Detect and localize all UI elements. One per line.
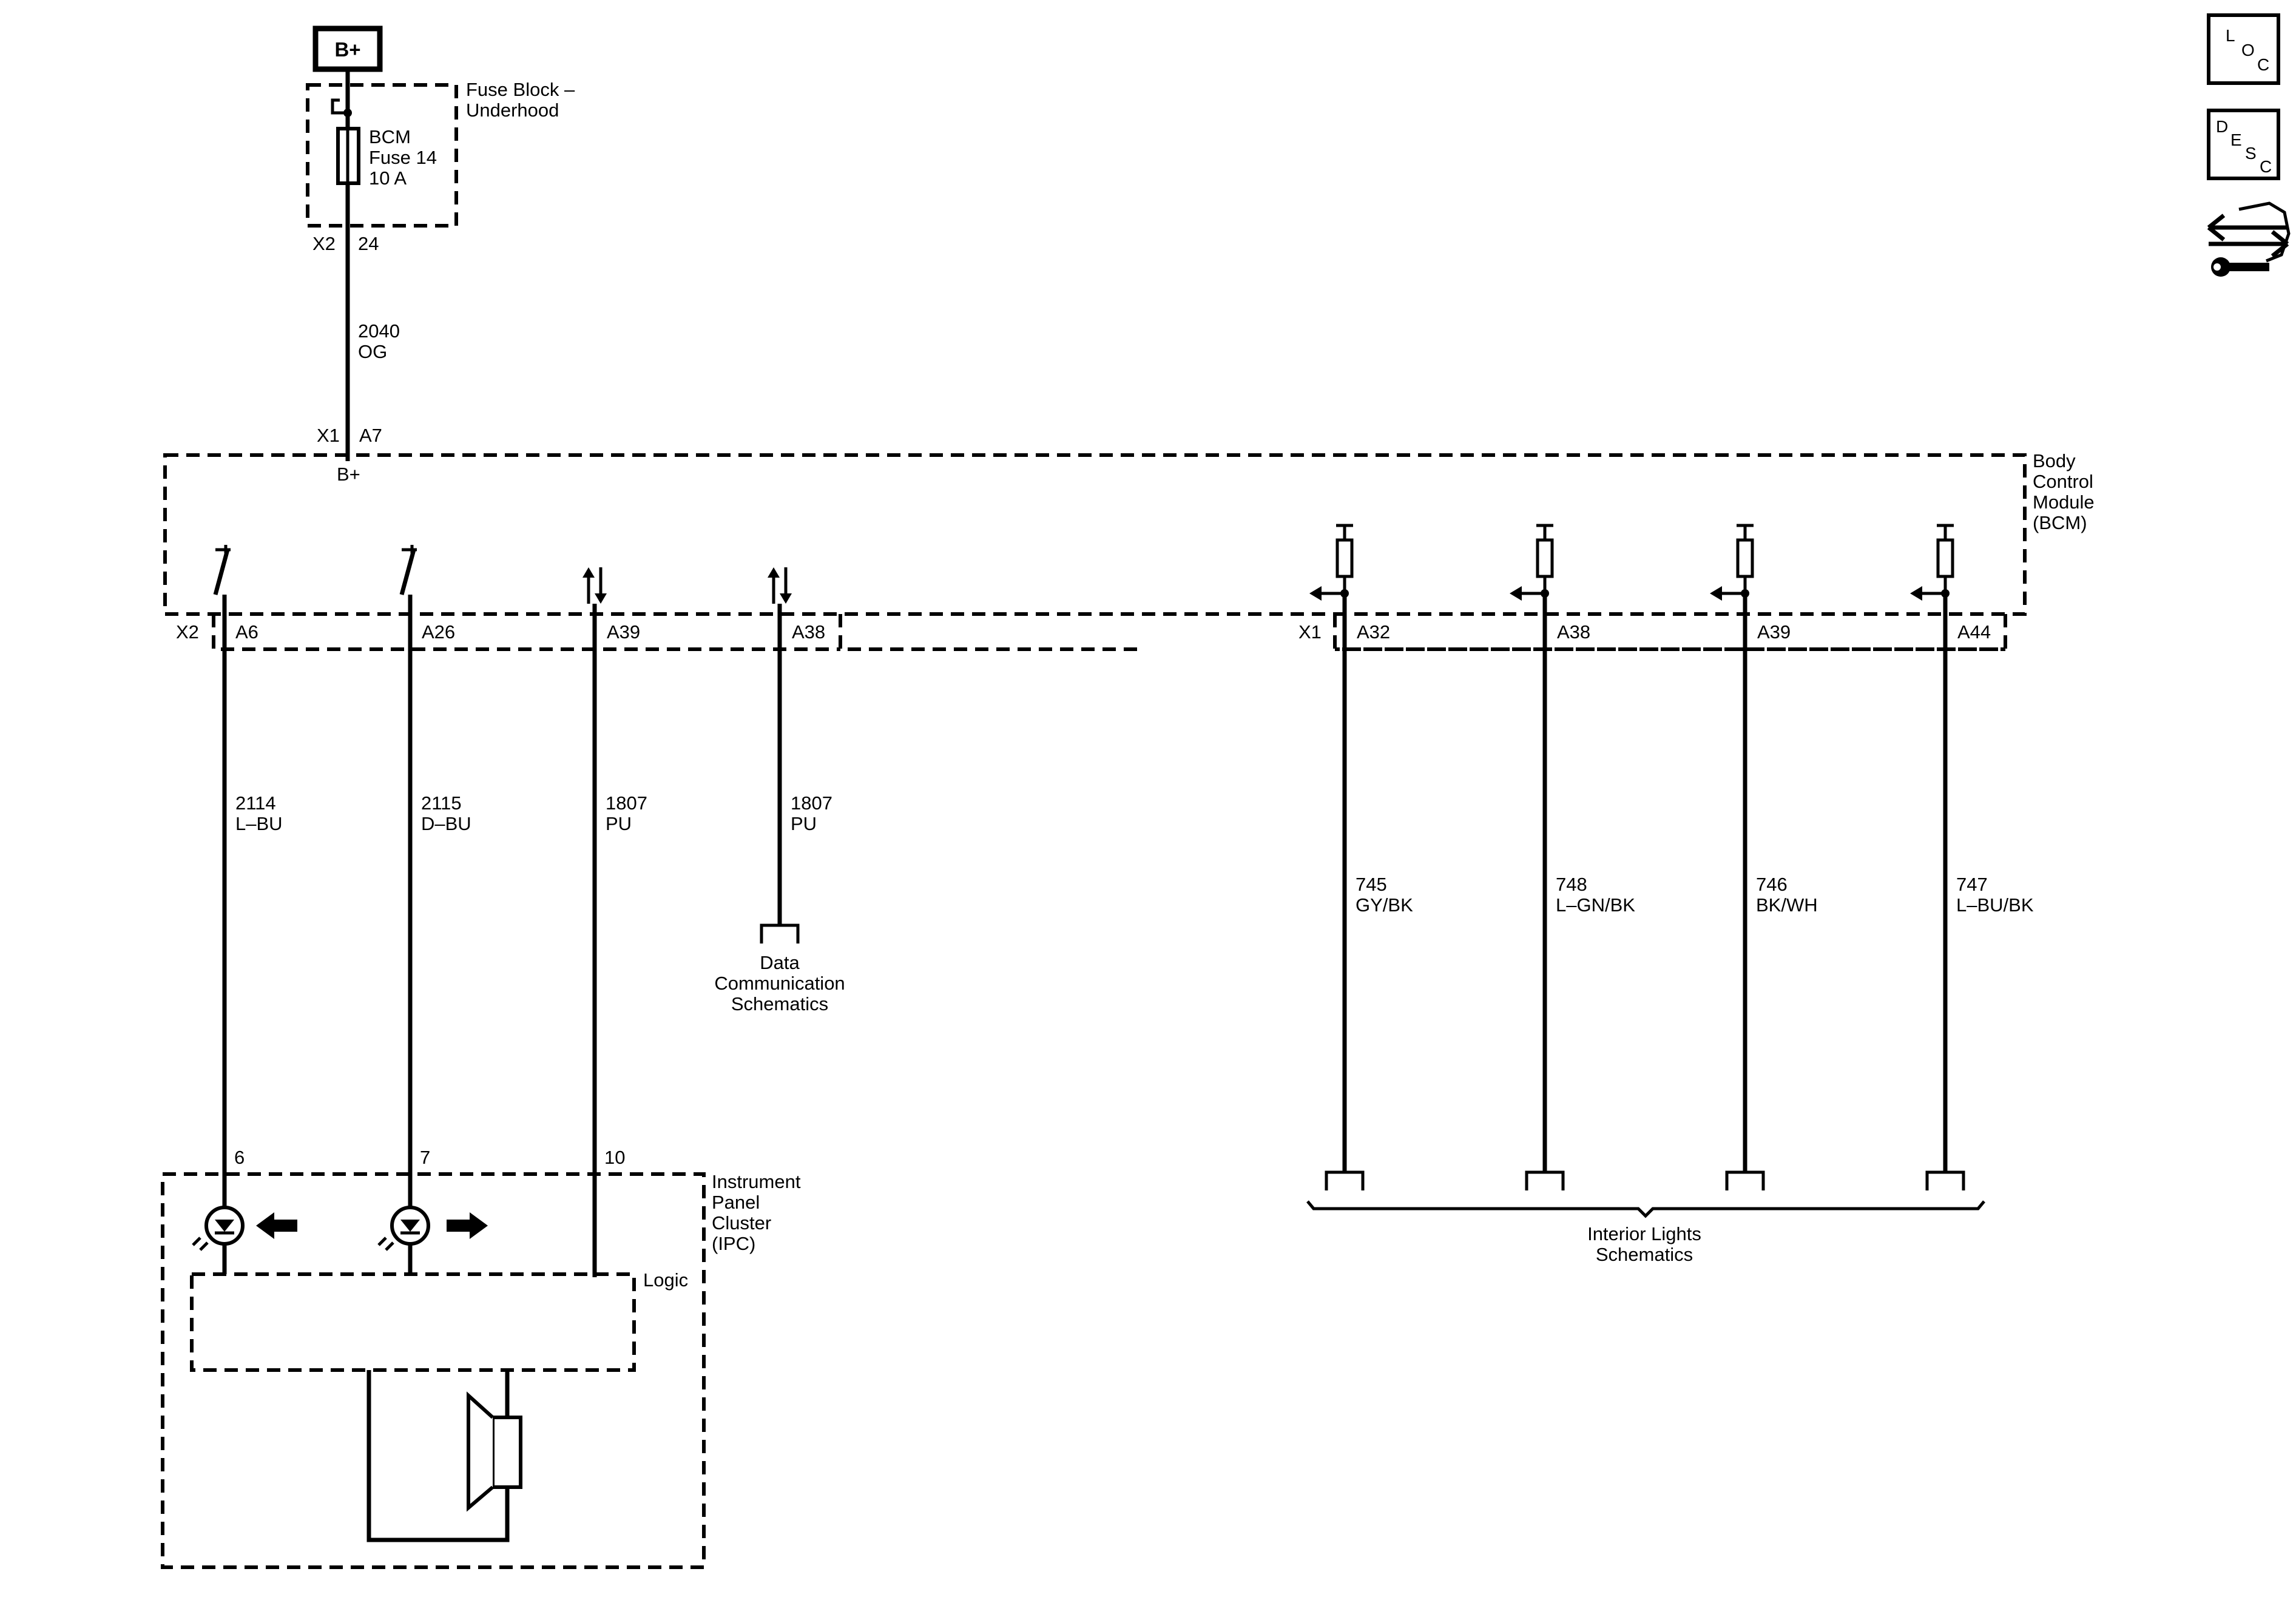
data-comm-connector-symbol xyxy=(760,923,800,944)
bcm-data-arrows-a39 xyxy=(582,567,607,604)
wire-747-color: L–BU/BK xyxy=(1956,894,2034,916)
wire-746-color: BK/WH xyxy=(1756,894,1818,916)
svg-text:B+: B+ xyxy=(334,38,360,61)
speaker-icon xyxy=(366,1370,522,1542)
svg-text:C: C xyxy=(2260,157,2272,176)
ipc-pin-10: 10 xyxy=(604,1147,625,1168)
left-arrow-icon xyxy=(256,1212,297,1239)
bcm-pin-a39-left: A39 xyxy=(607,621,640,643)
svg-text:Interior Lights: Interior Lights xyxy=(1587,1223,1701,1244)
bcm-left-connector: X2 xyxy=(176,621,199,643)
wire-748-color: L–GN/BK xyxy=(1556,894,1635,916)
interior-connector-748 xyxy=(1525,1170,1565,1190)
svg-text:D: D xyxy=(2216,117,2228,136)
fuse-connector-label: X2 xyxy=(312,233,336,254)
wire-1807-ipc-number: 1807 xyxy=(606,792,647,814)
wire-745-number: 745 xyxy=(1356,874,1387,895)
svg-text:L: L xyxy=(2226,26,2235,45)
bcm-input-label: B+ xyxy=(337,464,360,485)
right-turn-indicator xyxy=(377,1206,430,1251)
wire-745-color: GY/BK xyxy=(1356,894,1413,916)
fuse-block-underhood: Fuse Block – Underhood xyxy=(306,79,575,228)
fuse-pin-label: 24 xyxy=(358,233,379,254)
ipc-pin-6: 6 xyxy=(234,1147,245,1168)
bcm-pin-a32: A32 xyxy=(1357,621,1390,643)
loc-button[interactable]: L O C xyxy=(2207,13,2280,85)
left-turn-indicator xyxy=(192,1206,245,1251)
wire-1807-ipc-color: PU xyxy=(606,813,632,834)
bcm-output-a38 xyxy=(1510,524,1554,601)
interior-lights-brace xyxy=(1306,1200,1985,1218)
body-control-module: Body Control Module (BCM) xyxy=(163,450,2095,651)
wire-2115-number: 2115 xyxy=(421,792,462,814)
svg-text:Body: Body xyxy=(2033,450,2076,471)
right-arrow-icon xyxy=(447,1212,488,1239)
svg-text:S: S xyxy=(2245,144,2257,163)
bcm-pin-a38-right: A38 xyxy=(1557,621,1590,643)
battery-source: B+ xyxy=(312,25,383,72)
bcm-output-a39 xyxy=(1710,524,1754,601)
wire-748-number: 748 xyxy=(1556,874,1587,895)
svg-text:BCM: BCM xyxy=(369,126,411,147)
svg-text:O: O xyxy=(2241,41,2255,59)
interior-lights-reference[interactable]: Interior Lights Schematics xyxy=(1587,1223,1701,1265)
bcm-fuse-14: BCM Fuse 14 10 A xyxy=(331,69,437,461)
svg-text:E: E xyxy=(2230,130,2242,149)
bcm-pin-a39-right: A39 xyxy=(1757,621,1791,643)
wire-1807-data-number: 1807 xyxy=(791,792,832,814)
svg-text:Module: Module xyxy=(2033,491,2095,513)
svg-text:Fuse Block –: Fuse Block – xyxy=(466,79,575,100)
bcm-pin-a44: A44 xyxy=(1957,621,1991,643)
data-communication-reference[interactable]: Data Communication Schematics xyxy=(714,952,845,1014)
interior-connector-746 xyxy=(1725,1170,1765,1190)
bcm-switch-a26 xyxy=(399,545,417,595)
wire-2114-number: 2114 xyxy=(235,792,276,814)
wire-2040-number: 2040 xyxy=(358,320,400,342)
bcm-right-connector: X1 xyxy=(1298,621,1322,643)
bcm-data-arrows-a38 xyxy=(768,567,792,604)
wire-2040-color: OG xyxy=(358,341,387,362)
wire-747-number: 747 xyxy=(1956,874,1988,895)
svg-text:Panel: Panel xyxy=(712,1192,760,1213)
bcm-pin-a6: A6 xyxy=(235,621,258,643)
svg-text:Cluster: Cluster xyxy=(712,1212,771,1234)
bcm-pin-a38-left: A38 xyxy=(792,621,825,643)
svg-text:Schematics: Schematics xyxy=(731,993,828,1014)
bcm-switch-a6 xyxy=(213,545,231,595)
interior-connector-747 xyxy=(1925,1170,1965,1190)
bcm-pin-a26: A26 xyxy=(422,621,455,643)
wire-1807-data-color: PU xyxy=(791,813,817,834)
ipc-pin-7: 7 xyxy=(420,1147,430,1168)
bcm-output-a44 xyxy=(1910,524,1954,601)
wire-746-number: 746 xyxy=(1756,874,1788,895)
svg-text:Communication: Communication xyxy=(714,973,845,994)
bcm-output-a32 xyxy=(1309,524,1354,601)
svg-text:Control: Control xyxy=(2033,471,2093,492)
svg-text:Data: Data xyxy=(760,952,800,973)
svg-text:C: C xyxy=(2257,55,2269,74)
instrument-panel-cluster: Instrument Panel Cluster (IPC) xyxy=(161,1171,801,1569)
interior-connector-745 xyxy=(1325,1170,1365,1190)
wire-2114-color: L–BU xyxy=(235,813,283,834)
svg-text:10 A: 10 A xyxy=(369,167,407,189)
desc-button[interactable]: D E S C xyxy=(2207,109,2280,180)
ipc-logic-block: Logic xyxy=(190,1269,688,1372)
svg-text:Underhood: Underhood xyxy=(466,100,559,121)
repair-info-icon[interactable] xyxy=(2207,201,2291,277)
svg-text:Fuse 14: Fuse 14 xyxy=(369,147,437,168)
wire-2115-color: D–BU xyxy=(421,813,471,834)
svg-text:Instrument: Instrument xyxy=(712,1171,801,1192)
svg-text:Logic: Logic xyxy=(643,1269,688,1291)
svg-text:(BCM): (BCM) xyxy=(2033,512,2087,533)
bcm-input-connector: X1 xyxy=(317,425,340,446)
svg-text:Schematics: Schematics xyxy=(1596,1244,1693,1265)
bcm-input-pin: A7 xyxy=(359,425,382,446)
svg-text:(IPC): (IPC) xyxy=(712,1233,755,1254)
